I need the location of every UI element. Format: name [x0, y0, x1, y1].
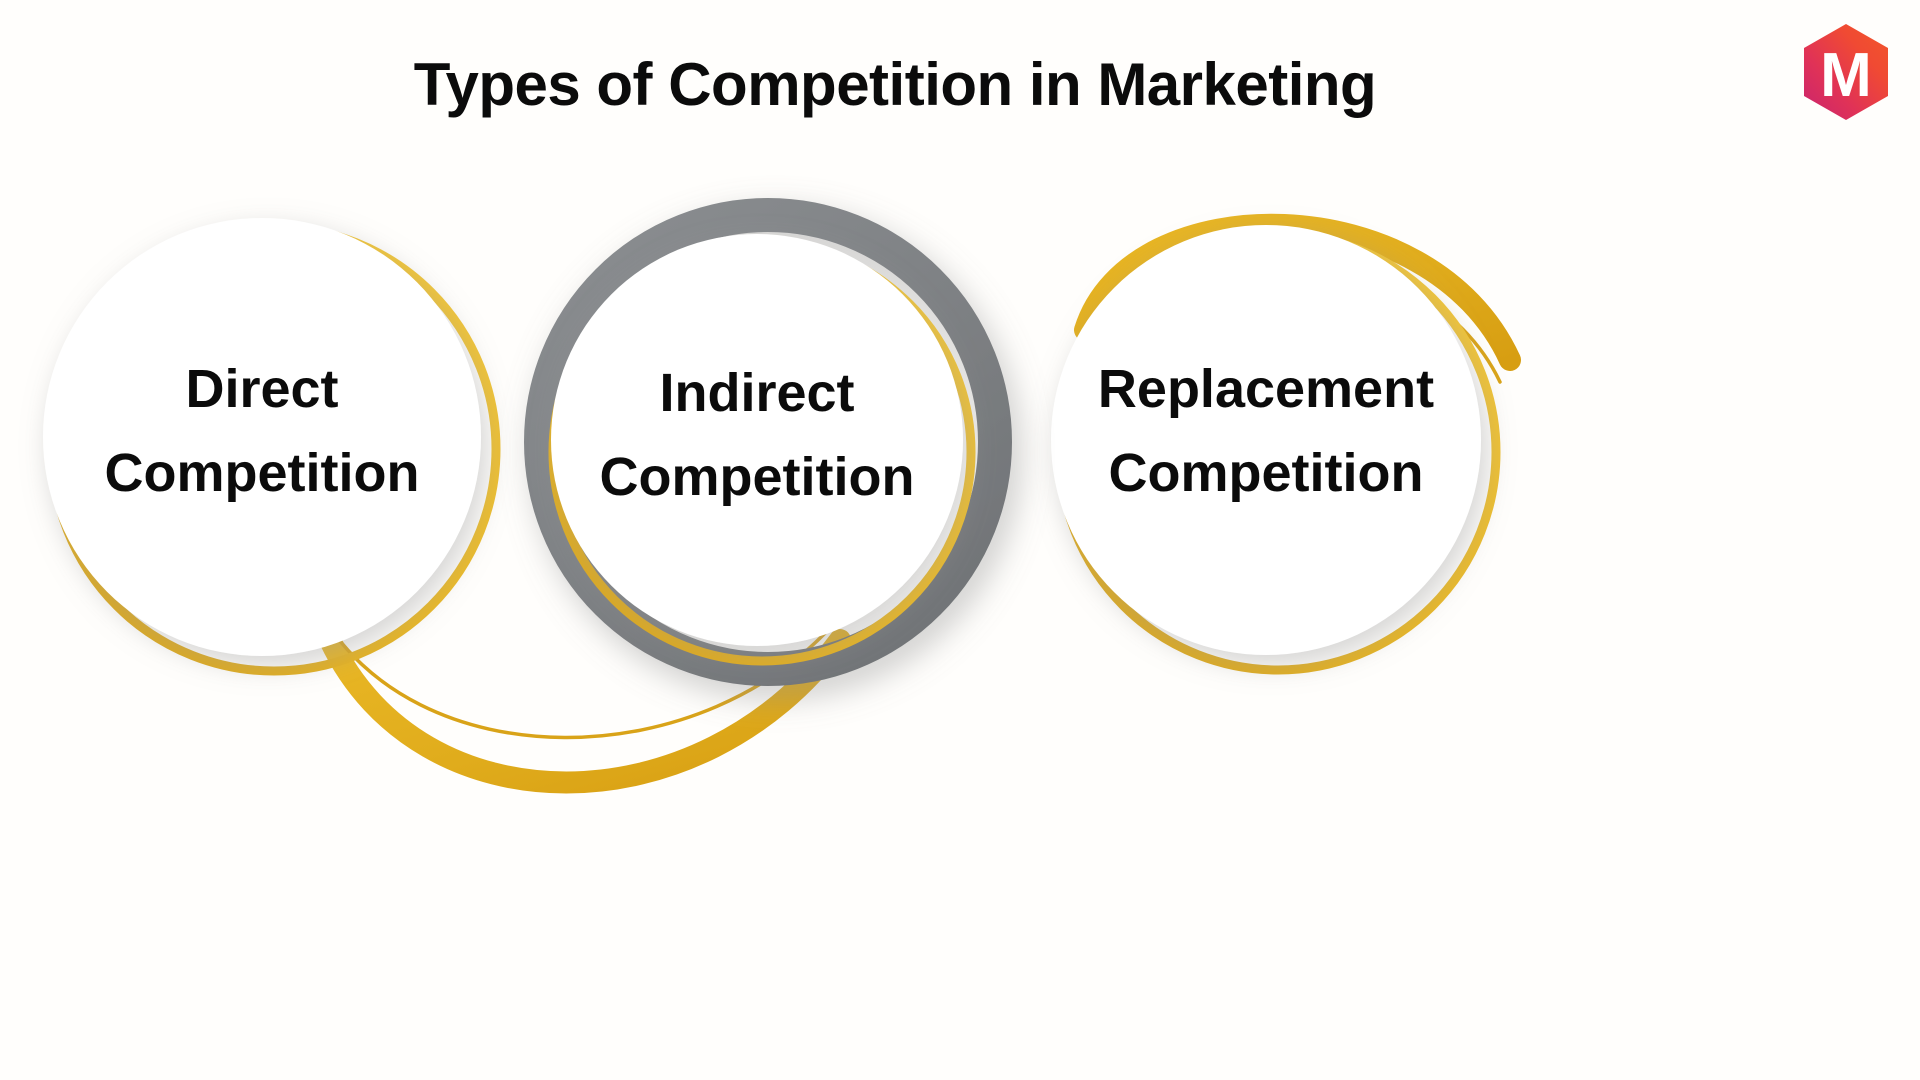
node-replacement-competition[interactable]: [1051, 225, 1501, 675]
indirect-competition-hit-area[interactable]: [551, 234, 963, 646]
node-indirect-competition[interactable]: [524, 198, 1012, 686]
page-title: Types of Competition in Marketing: [413, 51, 1377, 118]
connector-1-2-thick-arc: [319, 629, 851, 794]
indirect-competition-disc: [551, 234, 963, 646]
indirect-competition-gray-ring: [524, 198, 1012, 686]
replacement-competition-disc: [1051, 225, 1481, 655]
replacement-competition-hit-area[interactable]: [1051, 225, 1481, 655]
direct-competition-disc: [43, 218, 481, 656]
svg-text:M: M: [1820, 41, 1872, 110]
connector-2-3-thick-arc: [1074, 213, 1521, 371]
node-direct-competition[interactable]: [43, 218, 501, 676]
direct-competition-hit-area[interactable]: [43, 218, 481, 656]
marketing91-m-logo-icon: M: [1804, 24, 1888, 120]
brand-logo[interactable]: M: [1800, 22, 1892, 122]
